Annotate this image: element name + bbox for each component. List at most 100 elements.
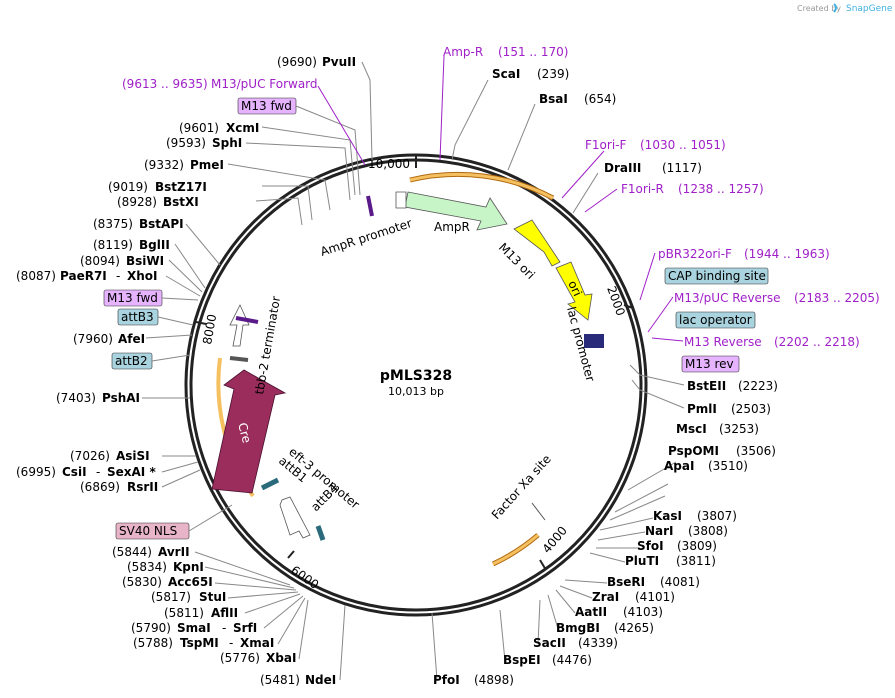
factor-xa-mark [531,502,546,521]
lacop-box[interactable] [675,311,756,329]
site-bsiwi-name[interactable]: BsiWI [126,254,164,268]
site-xbai-pos: (5776) [220,651,260,665]
plasmid-size: 10,013 bp [388,385,444,398]
site-apai-name[interactable]: ApaI [664,459,694,473]
site-bspei-name[interactable]: BspEI [503,653,541,667]
site-zrai-name[interactable]: ZraI [592,590,619,604]
cap-box[interactable] [664,267,769,285]
site-bsai-pos: (654) [584,92,616,106]
attb1-mark [260,477,280,491]
site-ndei-pos: (5481) [260,673,300,687]
site-kpni-name[interactable]: KpnI [173,560,204,574]
site-bspei-pos: (4476) [552,653,592,667]
site-bsai-name[interactable]: BsaI [539,92,568,106]
site-avrii-name[interactable]: AvrII [158,545,190,559]
ampr-feature[interactable] [404,191,508,231]
ori-feature[interactable] [555,261,593,321]
m13fwd-left-label: M13 fwd [107,291,158,305]
site-pspomi-name[interactable]: PspOMI [668,444,719,458]
site-nari-name[interactable]: NarI [645,524,674,538]
site-aflii-name[interactable]: AflII [211,606,238,620]
site-draiii-name[interactable]: DraIII [604,161,641,175]
site-paer7i-pos: (8087) [16,269,56,283]
eft3-promoter-feature[interactable] [279,496,311,539]
primer-m13puc-rev-range: (2183 .. 2205) [794,291,880,305]
site-msci-name[interactable]: MscI [676,422,707,436]
site-pmei-pos: (9332) [144,158,184,172]
primer-m13rev-name[interactable]: M13 Reverse [684,335,762,349]
site-zrai-pos: (4101) [635,590,675,604]
site-pluti-name[interactable]: PluTI [625,554,659,568]
site-pvuii-name[interactable]: PvuII [322,55,356,69]
site-afei-pos: (7960) [73,332,113,346]
ampr-promoter-feature[interactable] [395,191,407,209]
site-paer7i-name[interactable]: PaeR7I [60,269,107,283]
site-bstxi-pos: (8928) [117,195,157,209]
site-xmai-name[interactable]: XmaI [240,636,274,650]
primer-f1orir-name[interactable]: F1ori-R [621,182,664,196]
site-pshai-name[interactable]: PshAI [102,391,140,405]
site-bstapi-pos: (8375) [93,217,133,231]
site-scai-pos: (239) [537,67,569,81]
site-sexai-name[interactable]: SexAI * [107,465,156,479]
site-srfi-name[interactable]: SrfI [233,621,257,635]
site-pfoi-name[interactable]: PfoI [433,673,460,687]
primer-f1orif-name[interactable]: F1ori-F [585,138,626,152]
plasmid-name: pMLS328 [380,368,452,384]
primer-pbr322-name[interactable]: pBR322ori-F [658,247,732,261]
svg-text:-: - [222,621,226,635]
cap-label: CAP binding site [668,269,766,283]
primer-ampr-name[interactable]: Amp-R [443,45,483,59]
site-pshai-pos: (7403) [56,391,96,405]
site-bstxi-name[interactable]: BstXI [163,195,199,209]
svg-text:-: - [96,465,100,479]
site-acc65i-name[interactable]: Acc65I [168,575,213,589]
m13fwd-mark-top [366,195,374,217]
m13fwd-mark-left [235,316,259,324]
site-asisi-name[interactable]: AsiSI [116,449,150,463]
site-tspmi-name[interactable]: TspMI [180,636,219,650]
tick-10000: 10,000 [368,157,410,171]
site-smai-name[interactable]: SmaI [177,621,211,635]
site-bstz17i-name[interactable]: BstZ17I [155,180,207,194]
primer-m13puc-fwd-name[interactable]: M13/pUC Forward [211,77,318,91]
site-bsteii-name[interactable]: BstEII [687,379,726,393]
brand-text: SnapGene [846,4,893,14]
site-xbai-name[interactable]: XbaI [266,651,296,665]
site-csii-name[interactable]: CsiI [62,465,87,479]
site-xhoi-name[interactable]: XhoI [127,269,158,283]
ori-label: ori [565,278,584,298]
site-sacii-name[interactable]: SacII [533,636,566,650]
site-afei-name[interactable]: AfeI [118,332,145,346]
site-stui-name[interactable]: StuI [199,590,226,604]
cre-feature[interactable] [211,369,287,494]
site-kasi-name[interactable]: KasI [653,509,682,523]
primer-labels: Amp-R (151 .. 170) F1ori-F (1030 .. 1051… [122,45,880,349]
site-bglii-name[interactable]: BglII [139,238,170,252]
site-xcmi-name[interactable]: XcmI [226,121,259,135]
m13fwd-top-label: M13 fwd [241,99,292,113]
primer-m13puc-rev-name[interactable]: M13/pUC Reverse [674,291,781,305]
site-pmli-name[interactable]: PmlI [687,402,717,416]
tbb2-terminator-feature[interactable] [229,304,250,347]
site-ndei-name[interactable]: NdeI [305,673,336,687]
primer-f1orir-range: (1238 .. 1257) [678,182,764,196]
orange-arc-top [409,171,555,201]
site-smai-pos: (5790) [131,621,171,635]
site-aatii-name[interactable]: AatII [575,605,607,619]
site-pfoi-pos: (4898) [474,673,514,687]
m13ori-feature[interactable] [513,219,561,267]
site-scai-name[interactable]: ScaI [492,67,520,81]
site-rsrii-name[interactable]: RsrII [127,480,158,494]
site-pmei-name[interactable]: PmeI [190,158,224,172]
m13rev-box[interactable] [681,355,740,373]
site-sphi-name[interactable]: SphI [212,136,242,150]
site-bseri-name[interactable]: BseRI [607,575,645,589]
site-bmgbi-name[interactable]: BmgBI [556,621,600,635]
ampr-label: AmpR [434,220,470,234]
site-acc65i-pos: (5830) [122,575,162,589]
site-bstapi-name[interactable]: BstAPI [139,217,184,231]
lac-operator-mark [584,334,604,348]
site-sfoi-name[interactable]: SfoI [637,539,664,553]
